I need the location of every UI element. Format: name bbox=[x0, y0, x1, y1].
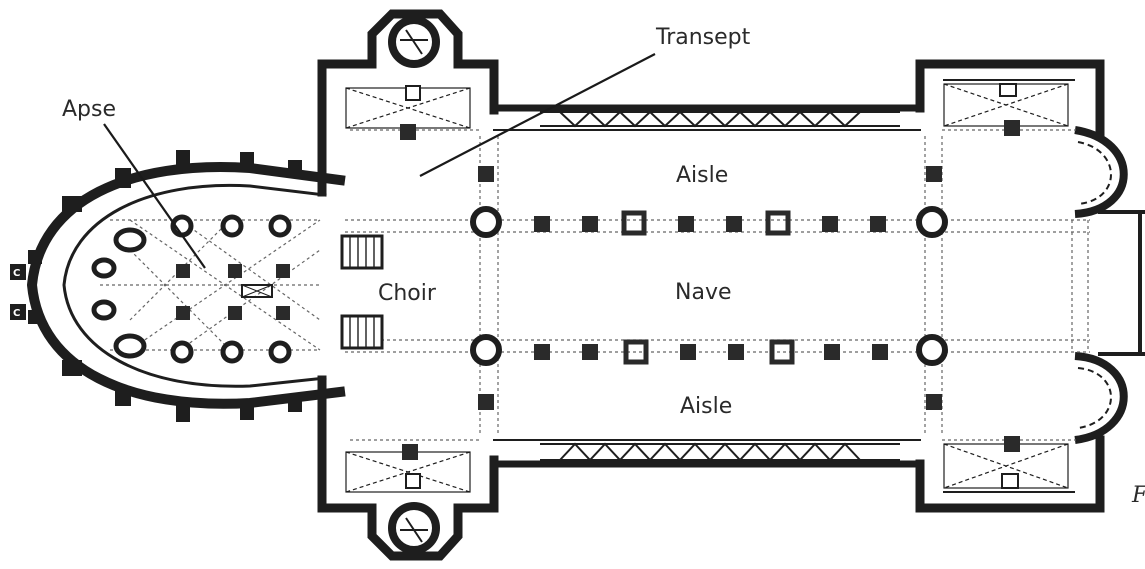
chapel-letter-2: C bbox=[13, 308, 20, 319]
buttress bbox=[115, 168, 131, 188]
north-stair-entry bbox=[405, 85, 421, 101]
west-block-wall bbox=[915, 59, 1105, 513]
buttress bbox=[176, 400, 190, 422]
apse-column bbox=[268, 340, 292, 364]
wall-pattern bbox=[540, 110, 900, 462]
pier bbox=[176, 264, 190, 278]
west-block-inner bbox=[943, 79, 1075, 493]
pier bbox=[478, 394, 494, 410]
pier bbox=[478, 166, 494, 182]
pier bbox=[870, 216, 886, 232]
pier bbox=[276, 306, 290, 320]
label-choir: Choir bbox=[378, 281, 437, 306]
buttress bbox=[28, 250, 42, 264]
pier bbox=[276, 264, 290, 278]
niche-north-inner bbox=[1077, 141, 1112, 205]
label-aisle-bottom: Aisle bbox=[680, 394, 732, 419]
niche-south-inner bbox=[1077, 367, 1112, 429]
label-aisle-top: Aisle bbox=[676, 163, 728, 188]
buttress bbox=[62, 196, 82, 212]
pier bbox=[534, 344, 550, 360]
apse-outer-wall bbox=[26, 162, 346, 409]
buttress bbox=[28, 310, 42, 324]
pier bbox=[926, 166, 942, 182]
pier bbox=[926, 394, 942, 410]
pier bbox=[228, 264, 242, 278]
buttress bbox=[176, 150, 190, 172]
apse-column bbox=[220, 340, 244, 364]
pier bbox=[582, 344, 598, 360]
chapel-letter-1: C bbox=[13, 268, 20, 279]
pier bbox=[824, 344, 840, 360]
ambulatory-column bbox=[113, 333, 147, 359]
buttress bbox=[115, 386, 131, 406]
pier bbox=[402, 444, 418, 460]
pier-hollow bbox=[765, 210, 791, 236]
apse-column bbox=[170, 340, 194, 364]
outer-walls bbox=[26, 9, 1145, 561]
pier-hollow bbox=[623, 339, 649, 365]
label-cut-letter: F bbox=[1131, 483, 1145, 508]
pier bbox=[726, 216, 742, 232]
north-transept-wall bbox=[317, 9, 499, 197]
ambulatory-column bbox=[113, 227, 147, 253]
niche-north bbox=[1074, 126, 1128, 218]
buttress bbox=[288, 160, 302, 178]
apse-inner-wall bbox=[62, 183, 327, 388]
south-transept-wall bbox=[317, 375, 499, 561]
altar-cross bbox=[241, 284, 273, 298]
apse-column bbox=[220, 214, 244, 238]
label-transept: Transept bbox=[655, 25, 751, 50]
crossing-pier bbox=[470, 334, 502, 366]
south-stair-entry bbox=[405, 473, 421, 489]
apse-buttresses bbox=[28, 150, 302, 422]
niche-south bbox=[1074, 352, 1128, 444]
buttress bbox=[240, 152, 254, 172]
pier bbox=[680, 344, 696, 360]
pier bbox=[582, 216, 598, 232]
south-stair-tower bbox=[388, 502, 440, 554]
pier bbox=[400, 124, 416, 140]
leader-lines bbox=[103, 53, 656, 269]
buttress bbox=[288, 394, 302, 412]
crossing-pier bbox=[916, 334, 948, 366]
apse-column bbox=[268, 214, 292, 238]
label-apse: Apse bbox=[62, 97, 116, 122]
crossing-piers bbox=[91, 206, 948, 366]
north-stair-steps bbox=[400, 29, 428, 55]
stair-towers bbox=[388, 16, 1019, 554]
buttress bbox=[240, 400, 254, 420]
pier bbox=[1004, 120, 1020, 136]
buttress bbox=[62, 360, 82, 376]
pier bbox=[228, 306, 242, 320]
pier bbox=[176, 306, 190, 320]
ambulatory-column bbox=[91, 299, 117, 321]
pier bbox=[678, 216, 694, 232]
ambulatory-column bbox=[91, 257, 117, 279]
west-porch bbox=[1098, 210, 1145, 356]
west-stair-entry-south bbox=[1001, 473, 1019, 489]
chapel-plate bbox=[10, 304, 26, 320]
chapel-plate bbox=[10, 264, 26, 280]
altar bbox=[241, 284, 273, 298]
pier bbox=[534, 216, 550, 232]
west-stair-entry-north bbox=[999, 83, 1017, 97]
choir-steps bbox=[340, 234, 384, 350]
piers bbox=[176, 120, 1020, 460]
pier bbox=[822, 216, 838, 232]
south-stair-steps bbox=[400, 517, 428, 543]
apse-leader bbox=[103, 123, 206, 269]
crossing-pier bbox=[470, 206, 502, 238]
west-niches bbox=[1074, 126, 1128, 444]
pier-hollow bbox=[621, 210, 647, 236]
pier bbox=[728, 344, 744, 360]
pier-hollow bbox=[769, 339, 795, 365]
crossing-pier bbox=[916, 206, 948, 238]
pier bbox=[872, 344, 888, 360]
pier bbox=[1004, 436, 1020, 452]
transept-leader bbox=[419, 53, 656, 177]
label-nave: Nave bbox=[675, 280, 732, 305]
